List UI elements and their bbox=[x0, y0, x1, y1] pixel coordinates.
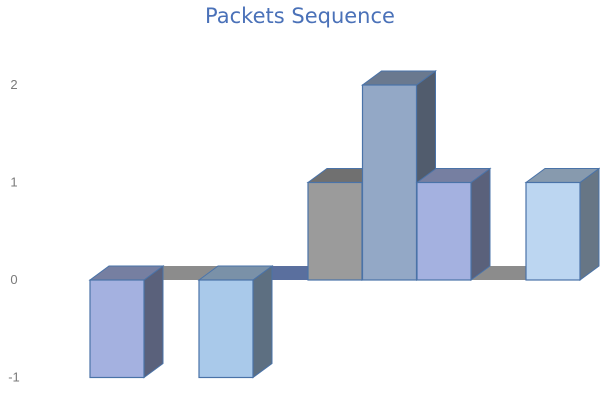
bar-front-face bbox=[307, 181, 363, 281]
y-tick-label: -1 bbox=[8, 370, 20, 385]
y-tick-label: 2 bbox=[10, 77, 17, 92]
bar-front-face bbox=[198, 279, 254, 379]
bar bbox=[415, 167, 492, 281]
bar-side-face bbox=[143, 265, 164, 379]
bar bbox=[197, 265, 274, 379]
bar-side-face bbox=[252, 265, 273, 379]
bar bbox=[524, 167, 600, 281]
bar-front-face bbox=[89, 279, 145, 379]
bar-front-face bbox=[525, 181, 581, 281]
bar bbox=[88, 265, 165, 379]
bar-side-face bbox=[579, 167, 600, 281]
bar-side-face bbox=[470, 167, 491, 281]
y-tick-label: 1 bbox=[10, 175, 17, 190]
chart-title: Packets Sequence bbox=[205, 4, 395, 28]
bar-front-face bbox=[361, 84, 418, 281]
bar-front-face bbox=[416, 181, 472, 281]
y-tick-label: 0 bbox=[10, 272, 17, 287]
